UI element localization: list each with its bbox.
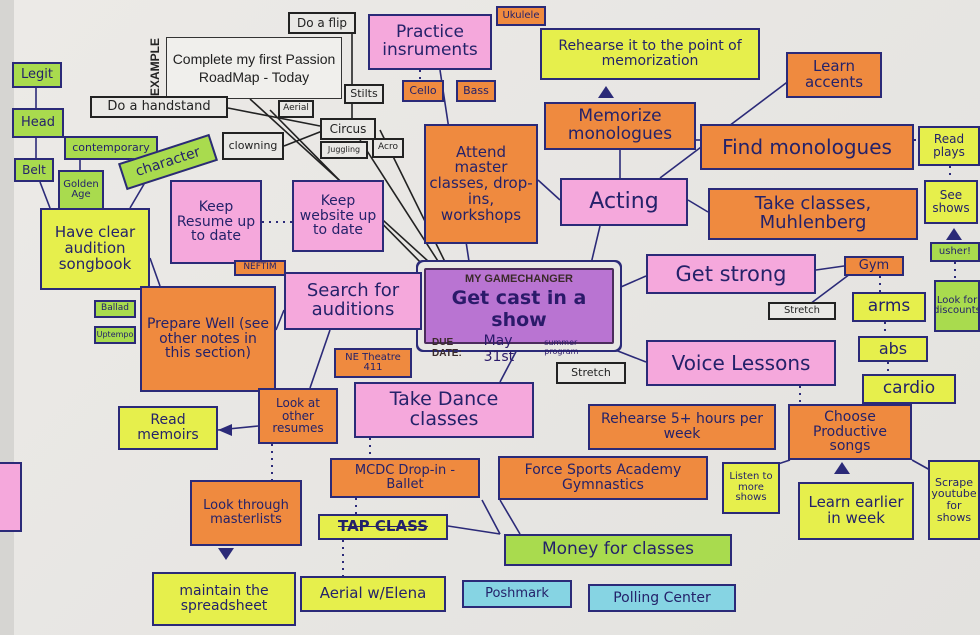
node-look-for-discounts[interactable]: Look for discounts — [934, 280, 980, 332]
node-learn-accents[interactable]: Learn accents — [786, 52, 882, 98]
node-keep-website[interactable]: Keep website up to date — [292, 180, 384, 252]
node-neftim[interactable]: NEFTIM — [234, 260, 286, 276]
node-choose-productive-songs[interactable]: Choose Productive songs — [788, 404, 912, 460]
offpage-pink-note — [0, 462, 22, 532]
node-prepare-well[interactable]: Prepare Well (see other notes in this se… — [140, 286, 276, 392]
due-date-label: DUE DATE: — [432, 337, 462, 359]
node-search-auditions[interactable]: Search for auditions — [284, 272, 422, 330]
node-look-through-masterlists[interactable]: Look through masterlists — [190, 480, 302, 546]
node-audition-songbook[interactable]: Have clear audition songbook — [40, 208, 150, 290]
node-belt[interactable]: Belt — [14, 158, 54, 182]
node-look-other-resumes[interactable]: Look at other resumes — [258, 388, 338, 444]
node-aerial[interactable]: Aerial — [278, 100, 314, 118]
goal-text: Get cast in a show — [451, 287, 587, 331]
due-date-value: May 31st — [483, 333, 515, 365]
node-memorize-monologues[interactable]: Memorize monologues — [544, 102, 696, 150]
node-stretch-voice[interactable]: Stretch — [556, 362, 626, 384]
node-mcdc-ballet[interactable]: MCDC Drop-in - Ballet — [330, 458, 480, 498]
node-usher[interactable]: usher! — [930, 242, 980, 262]
node-learn-earlier[interactable]: Learn earlier in week — [798, 482, 914, 540]
node-find-monologues[interactable]: Find monologues — [700, 124, 914, 170]
gamechanger-heading: MY GAMECHANGER — [465, 273, 573, 285]
node-read-plays[interactable]: Read plays — [918, 126, 980, 166]
node-do-a-handstand[interactable]: Do a handstand — [90, 96, 228, 118]
node-ballad[interactable]: Ballad — [94, 300, 136, 318]
node-bass[interactable]: Bass — [456, 80, 496, 102]
node-force-sports-gymnastics[interactable]: Force Sports Academy Gymnastics — [498, 456, 708, 500]
node-gym[interactable]: Gym — [844, 256, 904, 276]
node-cello[interactable]: Cello — [402, 80, 444, 102]
node-poshmark[interactable]: Poshmark — [462, 580, 572, 608]
node-scrape-youtube[interactable]: Scrape youtube for shows — [928, 460, 980, 540]
node-cardio[interactable]: cardio — [862, 374, 956, 404]
node-listen-more-shows[interactable]: Listen to more shows — [722, 462, 780, 514]
node-juggling[interactable]: Juggling — [320, 141, 368, 159]
node-ukulele[interactable]: Ukulele — [496, 6, 546, 26]
due-date-row: DUE DATE: May 31st summer program — [432, 333, 606, 365]
node-ne-theatre-411[interactable]: NE Theatre 411 — [334, 348, 412, 378]
node-polling-center[interactable]: Polling Center — [588, 584, 736, 612]
gamechanger-goal[interactable]: MY GAMECHANGER Get cast in a show DUE DA… — [424, 268, 614, 365]
node-abs[interactable]: abs — [858, 336, 928, 362]
node-circus[interactable]: Circus — [320, 118, 376, 140]
node-stilts[interactable]: Stilts — [344, 84, 384, 104]
node-rehearse-5-hours[interactable]: Rehearse 5+ hours per week — [588, 404, 776, 450]
due-date-note: summer program — [544, 338, 579, 356]
node-tap-class[interactable]: TAP CLASS — [318, 514, 448, 540]
node-money-for-classes[interactable]: Money for classes — [504, 534, 732, 566]
node-aerial-elena[interactable]: Aerial w/Elena — [300, 576, 446, 612]
node-legit[interactable]: Legit — [12, 62, 62, 88]
node-stretch-strong[interactable]: Stretch — [768, 302, 836, 320]
node-get-strong[interactable]: Get strong — [646, 254, 816, 294]
node-acro[interactable]: Acro — [372, 138, 404, 158]
node-read-memoirs[interactable]: Read memoirs — [118, 406, 218, 450]
node-take-classes-muhlenberg[interactable]: Take classes, Muhlenberg — [708, 188, 918, 240]
node-do-a-flip[interactable]: Do a flip — [288, 12, 356, 34]
node-clowning[interactable]: clowning — [222, 132, 284, 160]
node-attend-master-classes[interactable]: Attend master classes, drop-ins, worksho… — [424, 124, 538, 244]
node-maintain-spreadsheet[interactable]: maintain the spreadsheet — [152, 572, 296, 626]
node-take-dance-classes[interactable]: Take Dance classes — [354, 382, 534, 438]
node-golden-age[interactable]: Golden Age — [58, 170, 104, 210]
node-rehearse-memorization[interactable]: Rehearse it to the point of memorization — [540, 28, 760, 80]
node-arms[interactable]: arms — [852, 292, 926, 322]
node-uptempo[interactable]: Uptempo — [94, 326, 136, 344]
node-see-shows[interactable]: See shows — [924, 180, 978, 224]
node-keep-resume[interactable]: Keep Resume up to date — [170, 180, 262, 264]
node-voice-lessons[interactable]: Voice Lessons — [646, 340, 836, 386]
node-acting[interactable]: Acting — [560, 178, 688, 226]
node-practice-instruments[interactable]: Practice insruments — [368, 14, 492, 70]
example-goal-box: Complete my first Passion RoadMap - Toda… — [166, 37, 342, 99]
node-head[interactable]: Head — [12, 108, 64, 138]
